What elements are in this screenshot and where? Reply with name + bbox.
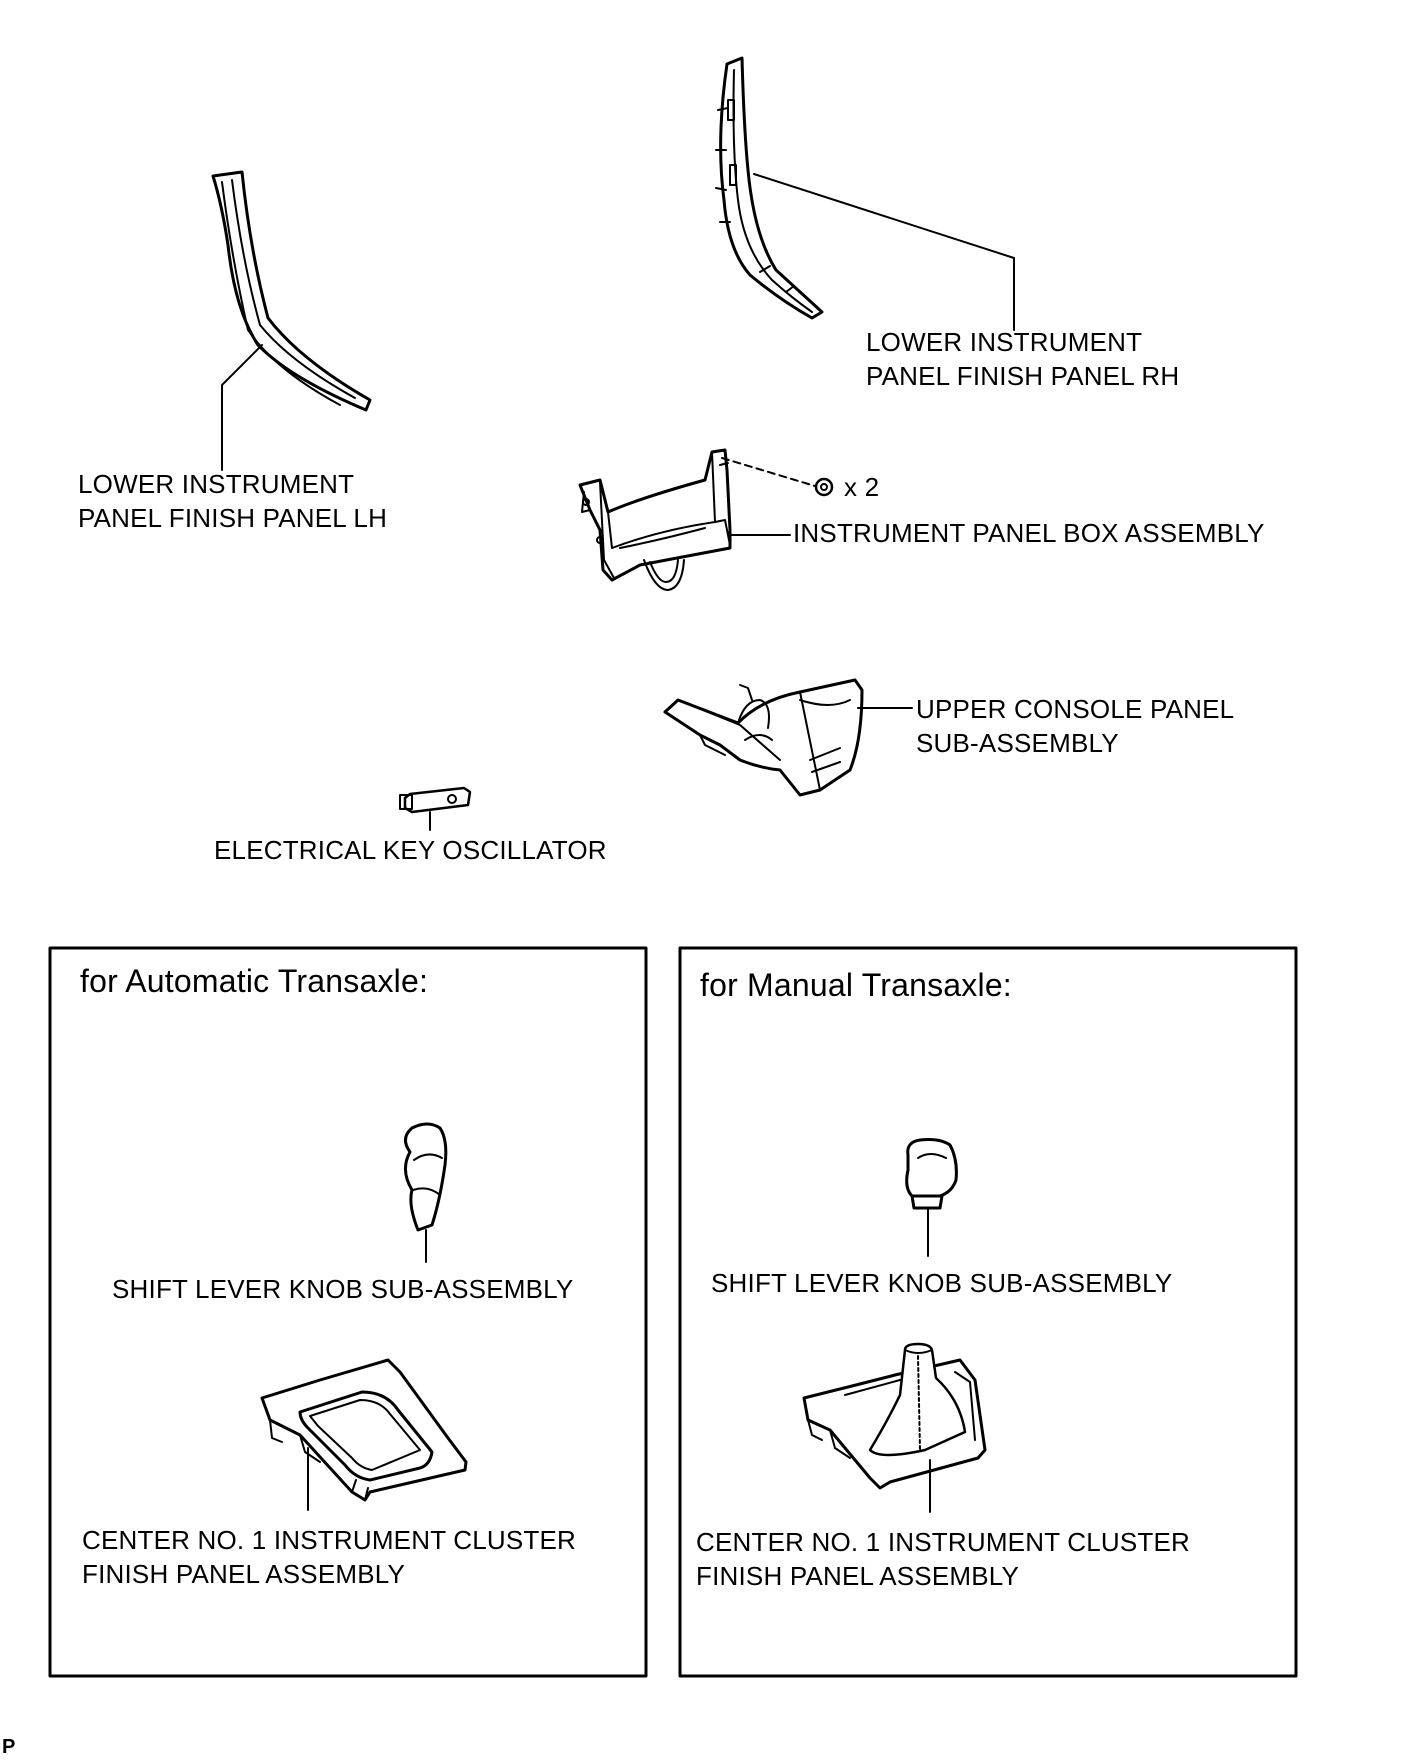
label-line: SUB-ASSEMBLY — [916, 728, 1119, 758]
manual-knob-label: SHIFT LEVER KNOB SUB-ASSEMBLY — [711, 1268, 1173, 1298]
manual-transaxle-box — [678, 946, 1298, 1678]
automatic-transaxle-box — [48, 946, 648, 1678]
manual-cluster-label: CENTER NO. 1 INSTRUMENT CLUSTER FINISH P… — [696, 1525, 1190, 1593]
manual-cluster-panel-part — [802, 1342, 987, 1490]
screw-leader-dashed — [721, 457, 816, 487]
label-lower-panel-lh: LOWER INSTRUMENT PANEL FINISH PANEL LH — [78, 467, 387, 535]
label-screw-count: x 2 — [844, 472, 880, 502]
lower-panel-lh-part — [211, 170, 372, 412]
manual-knob-part — [905, 1138, 958, 1210]
label-line: PANEL FINISH PANEL LH — [78, 503, 388, 533]
label-box-assembly: INSTRUMENT PANEL BOX ASSEMBLY — [793, 518, 1265, 548]
automatic-knob-label: SHIFT LEVER KNOB SUB-ASSEMBLY — [112, 1274, 574, 1304]
label-line: FINISH PANEL ASSEMBLY — [696, 1561, 1020, 1591]
label-lower-panel-rh: LOWER INSTRUMENT PANEL FINISH PANEL RH — [866, 325, 1179, 393]
automatic-cluster-panel-part — [260, 1358, 468, 1502]
label-key-oscillator: ELECTRICAL KEY OSCILLATOR — [214, 835, 607, 865]
upper-console-part — [663, 678, 864, 797]
figure-reference: P — [2, 1736, 16, 1758]
label-line: CENTER NO. 1 INSTRUMENT CLUSTER — [82, 1525, 576, 1555]
label-line: FINISH PANEL ASSEMBLY — [82, 1559, 406, 1589]
lower-panel-rh-part — [715, 56, 824, 320]
key-oscillator-part — [399, 786, 472, 814]
label-line: PANEL FINISH PANEL RH — [866, 361, 1180, 391]
leader-lh — [221, 344, 263, 471]
automatic-knob-part — [404, 1122, 448, 1232]
label-line: LOWER INSTRUMENT — [866, 327, 1143, 357]
screw-icon — [814, 477, 834, 497]
leader-rh — [753, 173, 1015, 331]
automatic-box-title: for Automatic Transaxle: — [80, 963, 429, 999]
box-assembly-part — [578, 448, 732, 591]
label-line: UPPER CONSOLE PANEL — [916, 694, 1235, 724]
label-line: LOWER INSTRUMENT — [78, 469, 355, 499]
automatic-cluster-label: CENTER NO. 1 INSTRUMENT CLUSTER FINISH P… — [82, 1523, 576, 1591]
label-upper-console: UPPER CONSOLE PANEL SUB-ASSEMBLY — [916, 692, 1234, 760]
label-line: CENTER NO. 1 INSTRUMENT CLUSTER — [696, 1527, 1190, 1557]
manual-box-title: for Manual Transaxle: — [700, 967, 1012, 1003]
